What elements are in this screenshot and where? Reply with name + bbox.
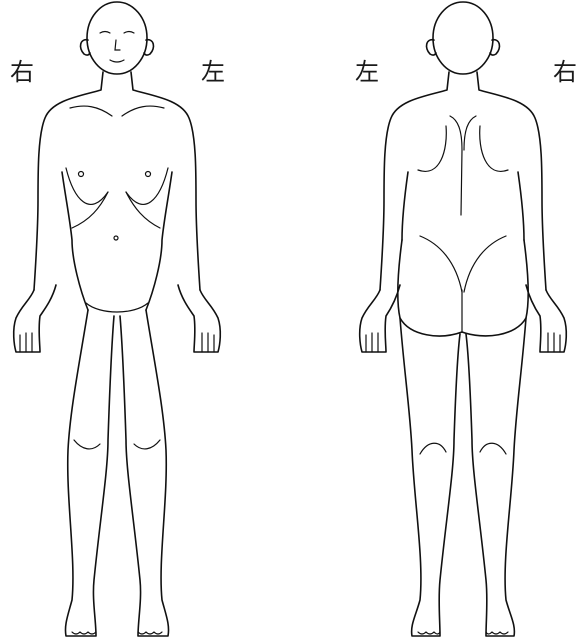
back-torso (380, 72, 546, 336)
back-head (427, 2, 500, 74)
back-arms (360, 285, 567, 352)
back-legs (400, 318, 526, 636)
